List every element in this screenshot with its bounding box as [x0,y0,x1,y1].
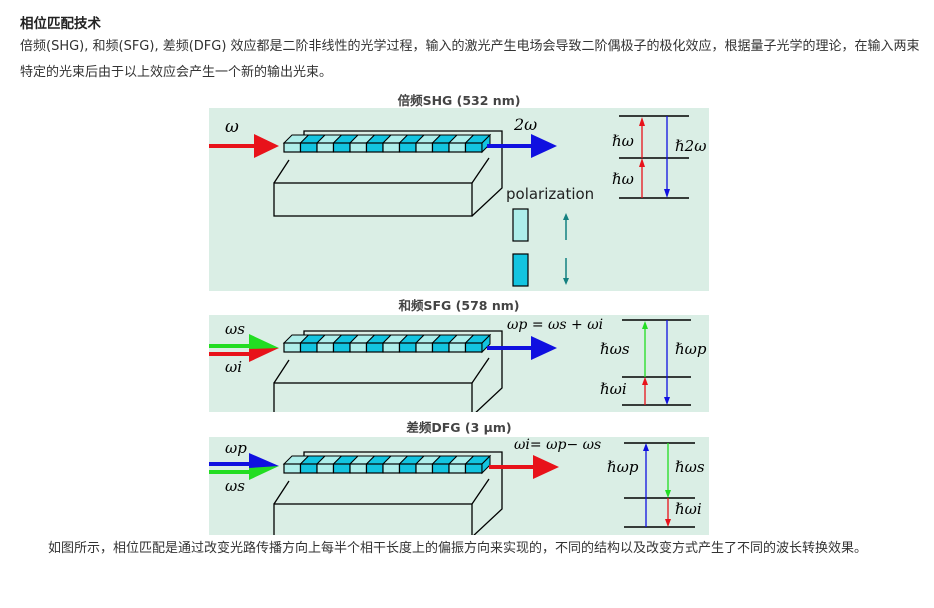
input-label: ω [225,117,239,137]
domain-segment [448,342,467,353]
up-arrow-2 [639,158,645,167]
energy-label-lower: ℏω [612,170,634,188]
energy-label-upper: ℏω [612,132,634,150]
output-arrow-head [533,455,559,479]
down-arrow [664,189,670,198]
idler-label: ωi [225,358,242,376]
dfg-equation: ωi= ωp− ωs [514,437,601,453]
sfg-diagram: ωs ωi ωp = ωs + ωi ℏωs ℏωi ℏωp [209,315,709,412]
domain-segment [283,463,302,474]
domain-segment [299,342,318,353]
domain-segment [431,142,450,153]
dfg-svg: ωp ωs ωi= ωp− ωs ℏωp ℏωs ℏωi [209,437,705,535]
domain-segment [349,463,368,474]
dfg-caption: 差频DFG (3 μm) [406,420,512,435]
domain-segment [382,342,401,353]
signal-arrow-head [249,466,279,480]
signal-label: ωs [225,320,245,338]
domain-segment [415,463,434,474]
shg-caption: 倍频SHG (532 nm) [397,93,521,108]
domain-segment [332,463,351,474]
domain-segment [398,342,417,353]
domain-segment [365,463,384,474]
domain-segment [398,142,417,153]
substrate-front [273,503,473,535]
crystal [273,451,503,535]
crystal [273,130,503,217]
section-heading: 相位匹配技术 [20,16,101,32]
polarization-down-block [512,253,529,287]
domain-segment [431,463,450,474]
energy-label-pump: ℏωp [607,458,639,476]
output-arrow-head [531,134,557,158]
shg-diagram: ω 2ω polarization ℏω ℏω ℏ2ω [209,108,709,291]
energy-label-idler: ℏωi [600,380,627,398]
energy-label-pump: ℏωp [675,340,707,358]
domain-segment [464,342,483,353]
sfg-equation: ωp = ωs + ωi [507,317,603,333]
domain-segment [332,342,351,353]
polarization-up-block [512,208,529,242]
domain-segment [365,342,384,353]
sfg-caption: 和频SFG (578 nm) [398,298,520,313]
polarization-label: polarization [506,185,594,203]
energy-label-idler: ℏωi [675,500,702,518]
input-arrow-head [254,134,279,158]
output-label: 2ω [513,115,537,134]
domain-segment [382,142,401,153]
substrate-front [273,182,473,217]
energy-label-signal: ℏωs [600,340,630,358]
domain-segment [299,142,318,153]
domain-segment [398,463,417,474]
closing-paragraph: 如图所示，相位匹配是通过改变光路传播方向上每半个相干长度上的偏振方向来实现的，不… [48,541,868,556]
domain-segment [464,463,483,474]
sfg-svg: ωs ωi ωp = ωs + ωi ℏωs ℏωi ℏωp [209,317,707,412]
domain-segment [415,142,434,153]
domain-segment [365,142,384,153]
energy-label-signal: ℏωs [675,458,705,476]
up-arrow-1 [639,117,645,126]
crystal [273,330,503,412]
domain-segment [316,463,335,474]
domain-segment [448,463,467,474]
domain-segment [299,463,318,474]
domain-segment [283,142,302,153]
domain-segment [431,342,450,353]
energy-label-total: ℏ2ω [675,137,706,155]
shg-svg: ω 2ω polarization ℏω ℏω ℏ2ω [209,115,706,287]
substrate-front [273,382,473,412]
domain-segment [316,342,335,353]
signal-label: ωs [225,477,245,495]
domain-segment [316,142,335,153]
domain-segment [332,142,351,153]
pump-label: ωp [225,439,247,457]
domain-segment [349,142,368,153]
domain-segment [382,463,401,474]
idler-arrow-head [249,348,279,362]
domain-segment [349,342,368,353]
domain-segment [448,142,467,153]
domain-segment [283,342,302,353]
intro-paragraph: 倍频(SHG), 和频(SFG), 差频(DFG) 效应都是二阶非线性的光学过程… [20,39,920,80]
domain-segment [415,342,434,353]
dfg-diagram: ωp ωs ωi= ωp− ωs ℏωp ℏωs ℏωi [209,437,709,535]
domain-segment [464,142,483,153]
output-arrow-head [531,336,557,360]
